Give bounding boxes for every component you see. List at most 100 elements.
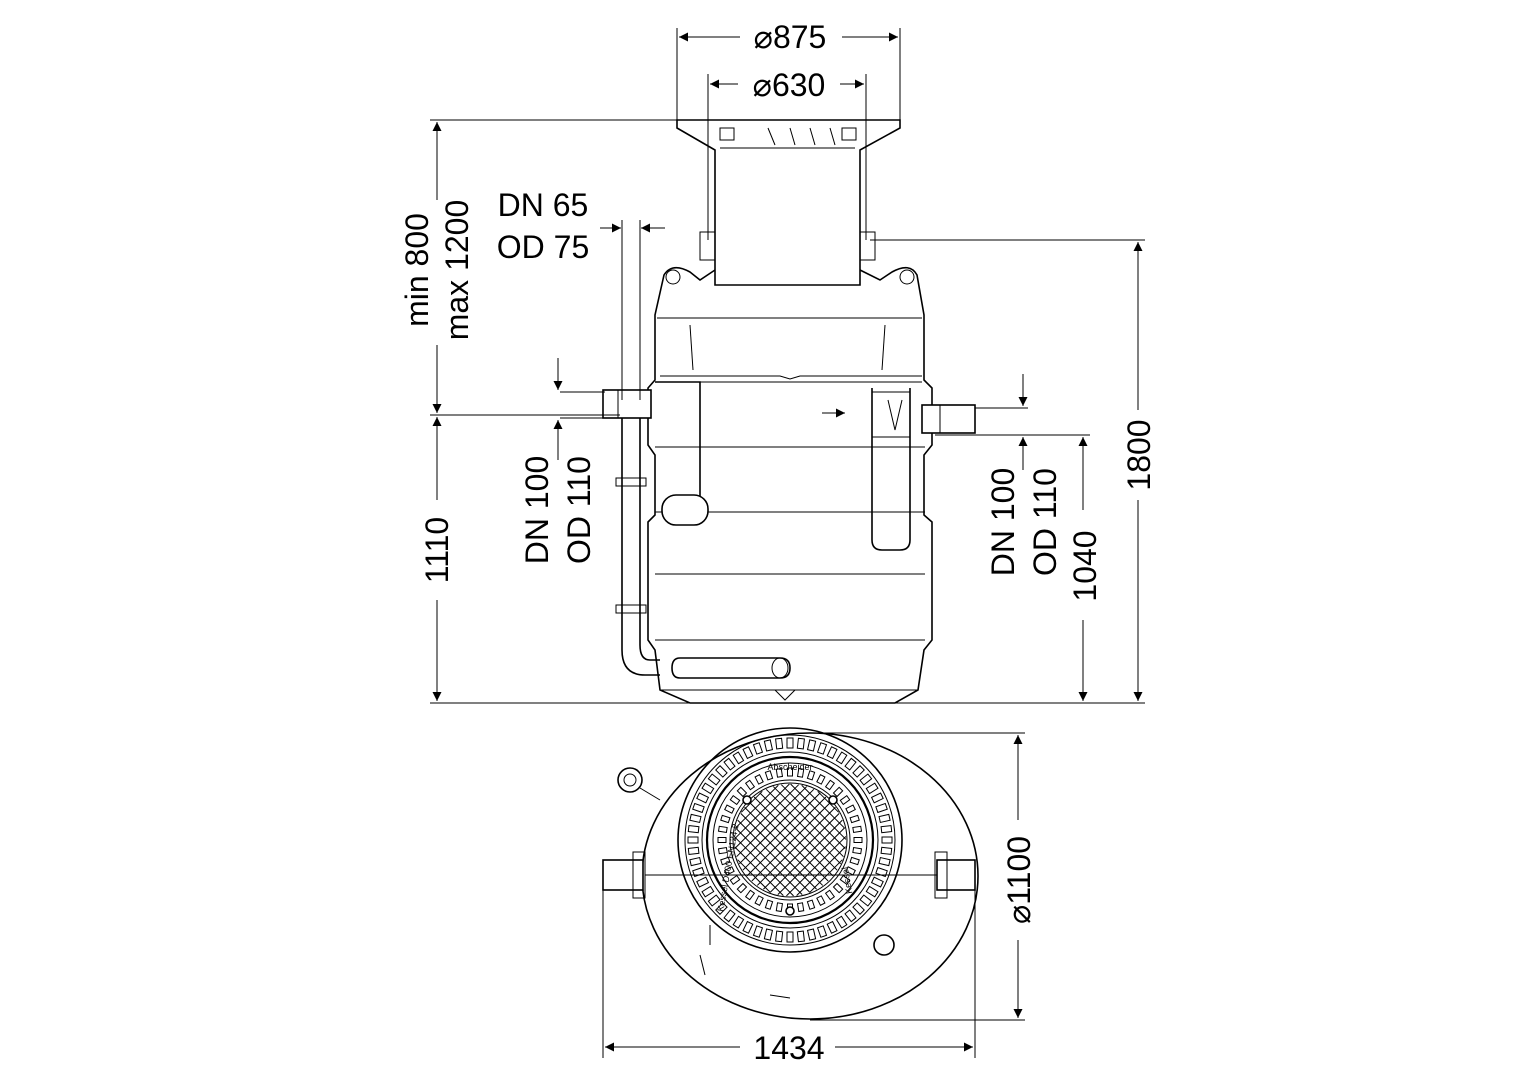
grating-bar <box>748 801 829 882</box>
manhole-cover-top: Abscheider Kessel D400 EN124-2 Kessel <box>677 727 903 953</box>
cover-ring-slot <box>845 866 856 876</box>
cover-ring-slot <box>723 757 736 771</box>
cover-ring-slot <box>839 794 851 806</box>
cover-ring-slot <box>742 746 754 760</box>
cover-ring-slot <box>764 770 774 781</box>
cover-ring-slot <box>775 737 784 750</box>
cover-ring-slot <box>720 856 731 866</box>
cover-ring-slot <box>852 902 865 915</box>
grating-bar <box>796 846 846 896</box>
cover-ring-slot <box>732 915 745 929</box>
cover-ring-slot <box>696 876 710 888</box>
cover-ring-slot <box>715 765 728 778</box>
cover-ring-slot <box>796 902 805 913</box>
grating-bar <box>756 806 836 886</box>
dimension-overall-width: 1434 <box>605 1030 973 1066</box>
cover-ring-slot <box>701 782 715 795</box>
label-outlet-od: OD 110 <box>1027 468 1063 576</box>
cover-grating <box>733 783 847 897</box>
cover-ring-slot <box>870 876 884 888</box>
tank-outline-top <box>641 732 979 1020</box>
cover-ring-slot <box>880 825 893 834</box>
cover-ring-slot <box>775 930 784 943</box>
cover-ring-slot <box>736 882 748 894</box>
cover-ring-slot <box>787 767 793 777</box>
grating-bar <box>740 813 817 890</box>
vent-pipe <box>615 418 660 676</box>
grating-bar <box>738 788 815 865</box>
cover-ring-slot <box>878 813 891 824</box>
grating-bar <box>733 783 790 840</box>
cover-ring-slot <box>806 899 816 910</box>
cover-ring-slot <box>687 825 700 834</box>
label-cover-inner: ⌀630 <box>753 67 826 103</box>
cover-ring-slot <box>880 846 893 855</box>
grating-bar <box>736 786 808 858</box>
outlet-pipe <box>921 404 976 434</box>
cover-ring-slot <box>816 895 826 906</box>
cover-ring-slot <box>881 836 893 844</box>
grating-bar <box>734 827 803 896</box>
cover-ring-slot <box>744 779 756 791</box>
cover-ring-slot <box>832 786 844 798</box>
cover-ring-slot <box>736 786 748 798</box>
cover-ring-slot <box>752 925 764 938</box>
cover-ring-slot <box>870 792 884 804</box>
tank-body-side <box>647 266 933 704</box>
cover-ring-slot <box>835 915 848 929</box>
label-vent-dn: DN 65 <box>498 187 589 223</box>
label-body-height: 1800 <box>1121 419 1157 490</box>
cover-ring-slot <box>816 742 828 755</box>
cover-ring-slot <box>859 773 873 786</box>
cover-ring-slot <box>852 825 863 834</box>
label-body-diameter: ⌀1100 <box>1001 836 1037 924</box>
cover-ring-slot <box>796 930 805 943</box>
dimension-inlet-pipe: DN 100 OD 110 <box>519 358 597 564</box>
cover-ring-slot <box>687 836 699 844</box>
cover-ring-slot <box>865 782 879 795</box>
cover-ring-slot <box>816 774 826 785</box>
outlet-pipe-top <box>936 859 976 891</box>
cover-ring-slot <box>875 866 888 878</box>
cover-label-right: Kessel <box>840 866 855 894</box>
cover-ring-slot <box>853 837 863 843</box>
grating-bar <box>809 859 843 893</box>
cover-ring-slot <box>717 846 728 855</box>
cover-ring-slot <box>839 874 851 886</box>
grating-bar <box>786 836 847 897</box>
grating-bar <box>769 819 843 893</box>
cover-ring-slot <box>796 767 805 778</box>
cover-ring-slot <box>832 882 844 894</box>
side-view: ⌀875 ⌀630 DN 65 OD 75 min 800 max 1200 1… <box>399 19 1157 704</box>
cover-ring-slot <box>764 899 774 910</box>
cover-ring-slot <box>692 802 705 814</box>
dimension-vent-pipe: DN 65 OD 75 <box>497 187 665 265</box>
grating-bar <box>759 792 838 871</box>
grating-bar <box>753 796 834 877</box>
cover-ring-slot <box>852 846 863 855</box>
cover-ring-slot <box>763 928 774 941</box>
cover-ring-slot <box>744 889 756 901</box>
cover-ring-slot <box>859 894 873 907</box>
manhole-cover-side <box>676 119 901 286</box>
sampling-port <box>873 934 895 956</box>
cover-label-top: Abscheider <box>767 762 812 772</box>
dimension-outlet-height: 1040 <box>1067 437 1103 701</box>
cover-ring-slot <box>775 767 784 778</box>
cover-ring-slot <box>816 925 828 938</box>
grating-bar <box>734 784 800 850</box>
grating-bar <box>763 813 840 890</box>
cover-ring-slot <box>729 874 741 886</box>
cover-ring-slot <box>806 770 816 781</box>
label-overall-width: 1434 <box>753 1030 824 1066</box>
grating-bar <box>737 819 811 893</box>
label-inlet-height: 1110 <box>419 517 455 583</box>
cover-ring-slot <box>826 920 838 934</box>
grating-bar <box>733 836 794 897</box>
cover-ring-slot <box>687 846 700 855</box>
label-vent-od: OD 75 <box>497 229 589 265</box>
grating-bar <box>765 788 842 865</box>
cover-ring-slot <box>752 742 764 755</box>
cover-ring-slot <box>763 739 774 752</box>
